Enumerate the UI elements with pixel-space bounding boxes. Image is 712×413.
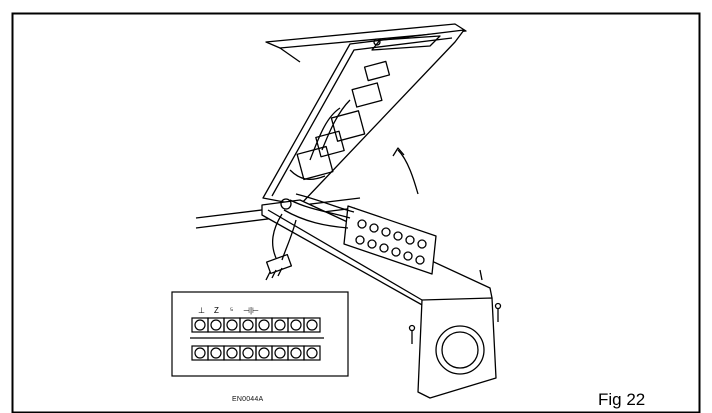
terminal-markings: ⊥ Z ⁵ ⊣|⊢ <box>198 306 259 315</box>
terminal-mark-1: ⊥ <box>198 306 205 315</box>
terminal-row-bottom <box>191 345 321 361</box>
enclosure-illustration <box>195 23 502 399</box>
terminal-mark-3: ⁵ <box>230 306 233 315</box>
terminal-mark-2: Z <box>214 306 219 315</box>
terminal-mark-4: ⊣|⊢ <box>243 306 259 315</box>
drawing-code: EN0044A <box>232 396 264 403</box>
terminal-inset <box>171 291 349 377</box>
figure-label: Fig 22 <box>598 390 646 409</box>
terminal-row-top <box>191 317 321 333</box>
terminal-screws <box>355 219 427 265</box>
